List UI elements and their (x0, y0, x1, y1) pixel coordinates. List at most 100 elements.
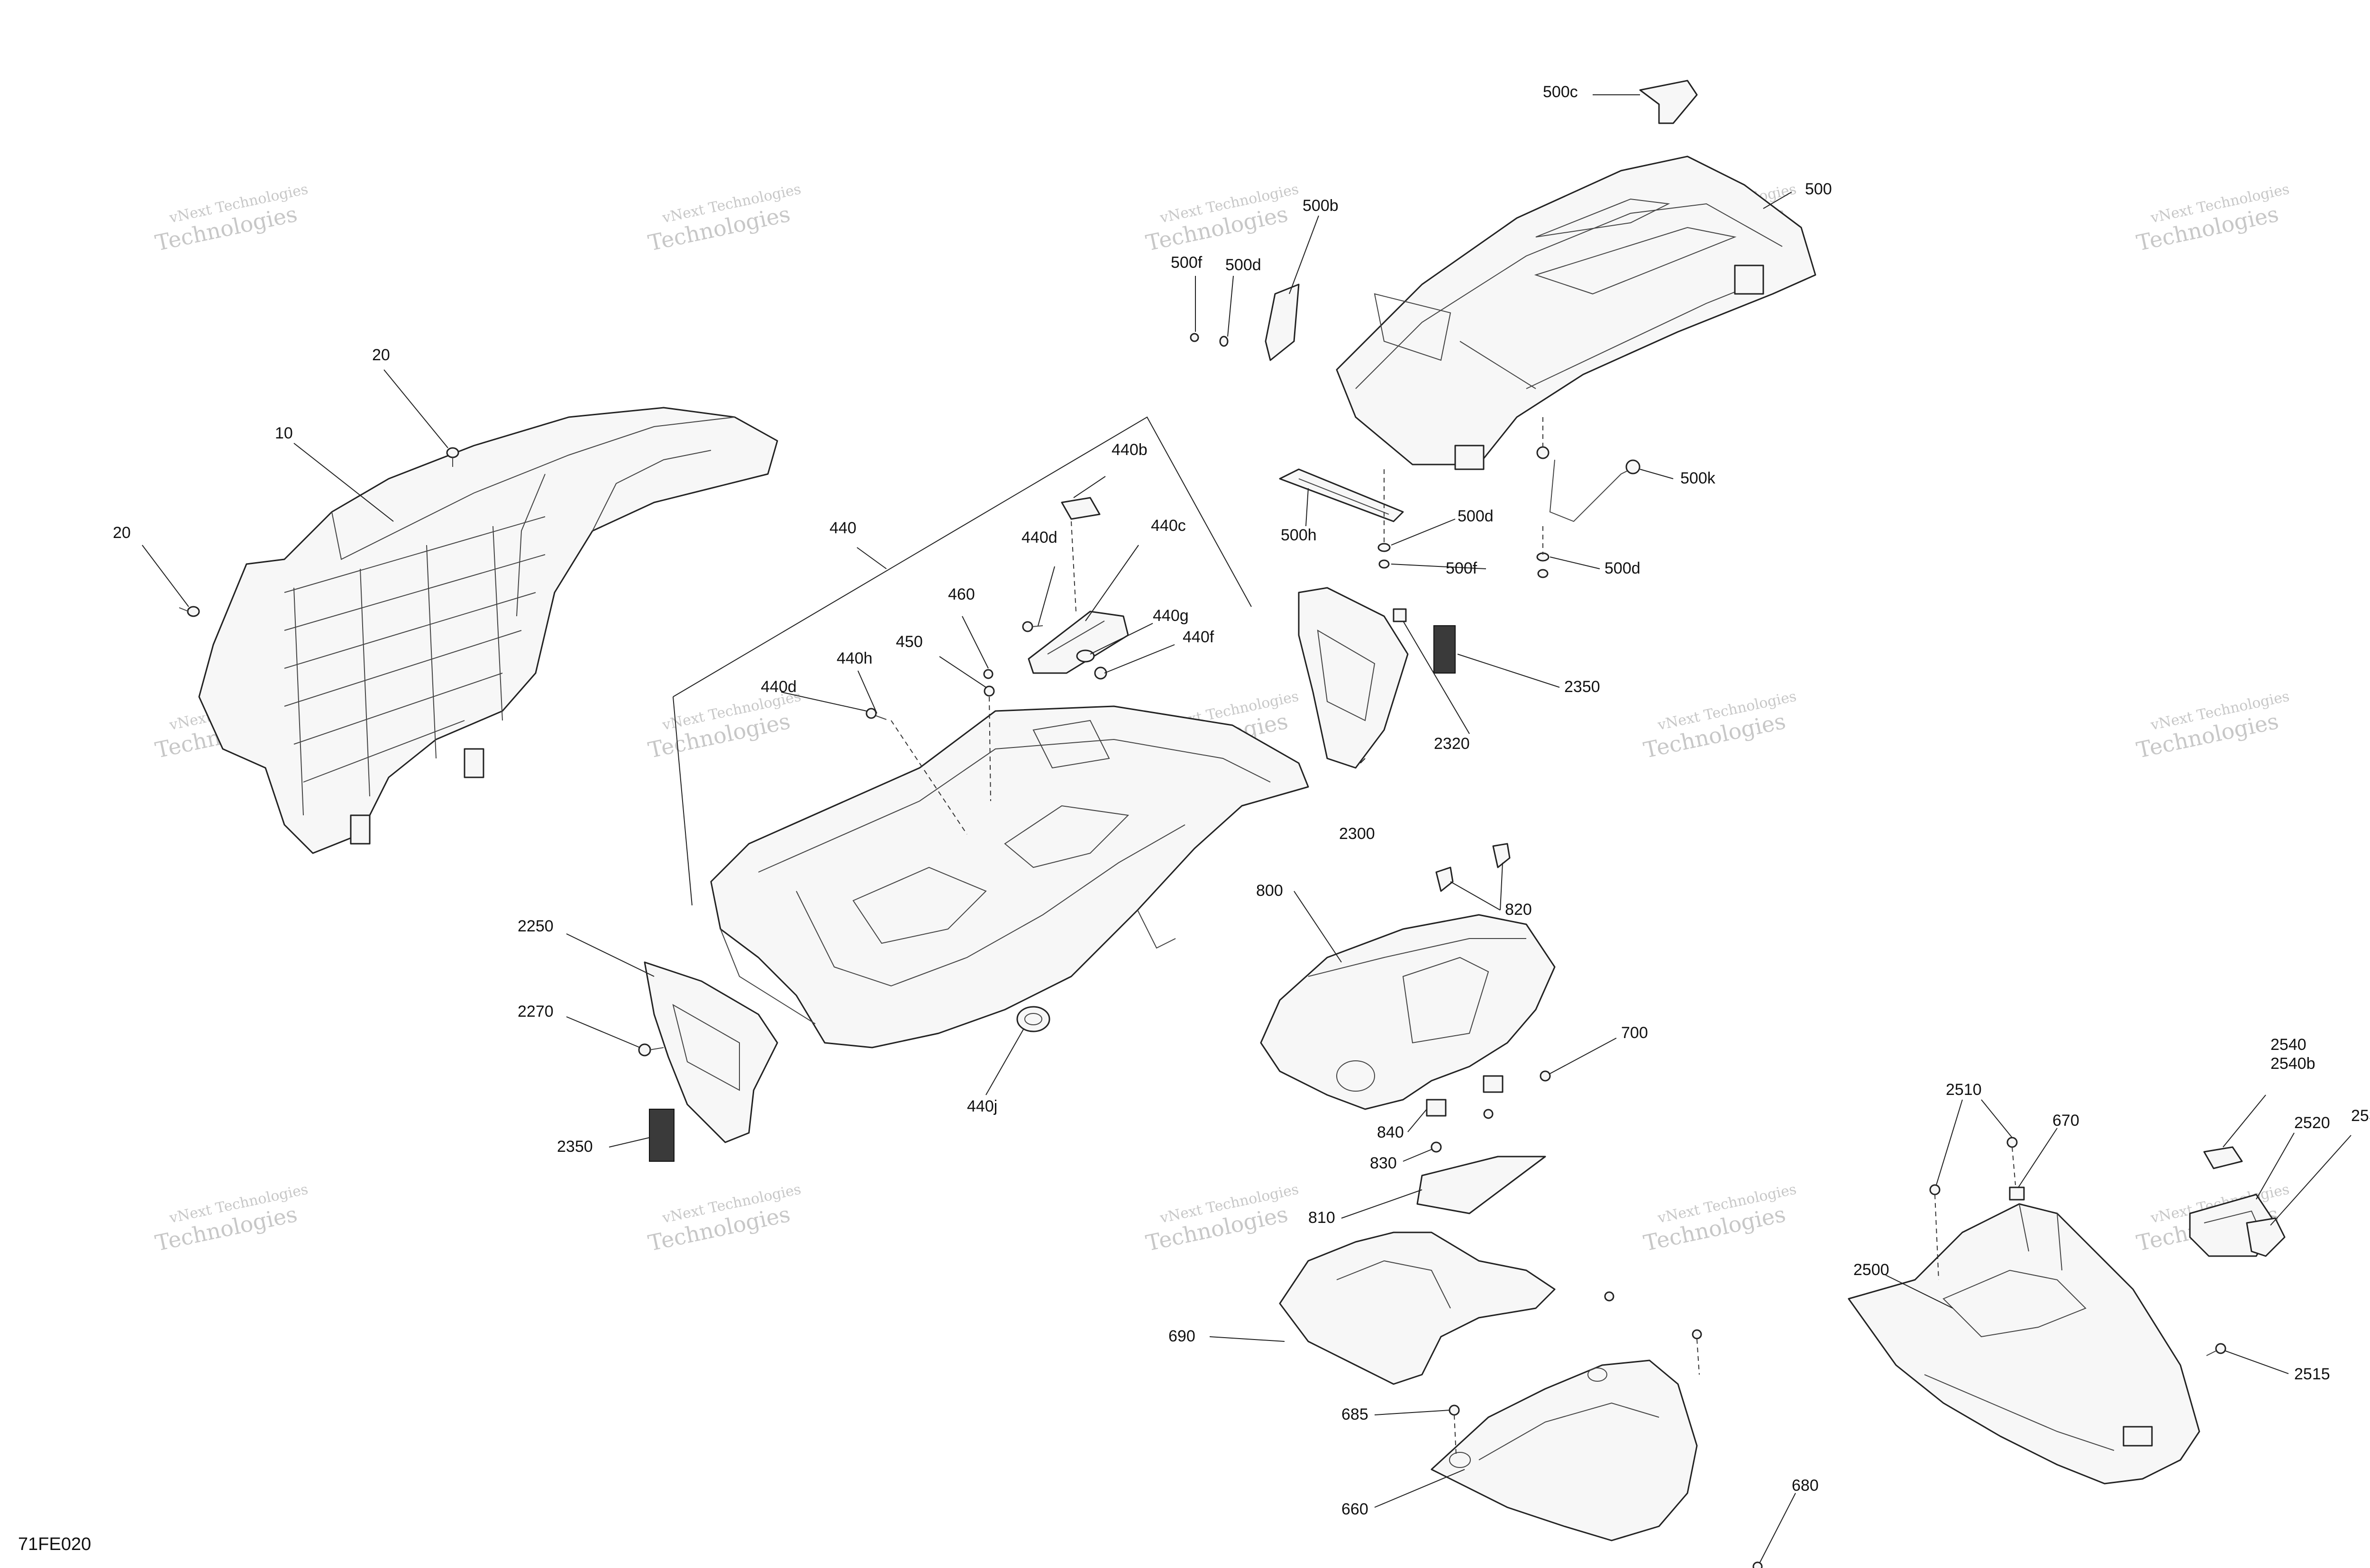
callout-440h: 440h (837, 649, 873, 667)
assembly-line (989, 696, 991, 802)
part-440b-pad (1061, 497, 1101, 520)
part-830-nut (1431, 1109, 1494, 1153)
part-500f-screw-c (1537, 569, 1549, 578)
part-500h-strap (1279, 468, 1404, 522)
callout-2530: 2530 (2351, 1107, 2370, 1125)
part-500k-cable (1536, 446, 1641, 522)
callout-2520: 2520 (2294, 1114, 2330, 1132)
callout-2270: 2270 (518, 1003, 554, 1021)
callout-440: 440 (830, 519, 857, 537)
callout-820: 820 (1505, 901, 1532, 919)
callout-500d: 500d (1458, 507, 1494, 525)
part-2530-bracket (2246, 1217, 2286, 1257)
callout-2250: 2250 (518, 917, 554, 935)
callout-10: 10 (275, 424, 293, 442)
callout-500f: 500f (1171, 254, 1203, 272)
part-460-clip (983, 669, 994, 679)
callout-440j: 440j (967, 1097, 997, 1115)
part-2250-side-panel (644, 961, 778, 1143)
assembly-line (1071, 521, 1076, 612)
callout-440g: 440g (1153, 607, 1189, 625)
part-690-fender (1279, 1231, 1556, 1385)
callout-440d: 440d (761, 678, 797, 696)
callout-2540b: 2540b (2270, 1055, 2315, 1073)
callout-685: 685 (1341, 1405, 1368, 1423)
assembly-line (1696, 1339, 1700, 1375)
callout-2350: 2350 (1564, 678, 1600, 696)
callout-500b: 500b (1303, 197, 1339, 215)
part-2510-screw-b (2006, 1137, 2018, 1148)
assembly-line (2012, 1147, 2016, 1185)
callout-460: 460 (948, 585, 975, 603)
callout-2500: 2500 (1853, 1261, 1889, 1279)
callout-440b: 440b (1112, 441, 1148, 459)
leader-lines (142, 94, 2352, 1564)
assembly-line (891, 720, 967, 835)
part-670-clip (2009, 1186, 2025, 1201)
part-500f-screw-b (1378, 559, 1390, 569)
part-440f-nut (1094, 666, 1107, 680)
part-2515-screw (2206, 1343, 2226, 1356)
part-680-screw (1692, 1329, 1763, 1568)
part-820-clip-a (1492, 843, 1511, 868)
callout-20: 20 (372, 346, 390, 364)
figure-code: 71FE020 (18, 1534, 91, 1554)
callout-2540: 2540 (2270, 1036, 2306, 1054)
callout-810: 810 (1308, 1209, 1335, 1227)
callout-690: 690 (1168, 1327, 1195, 1345)
part-500c-handle (1639, 80, 1698, 124)
part-440c-latch (1028, 611, 1129, 674)
callout-440f: 440f (1183, 628, 1214, 646)
part-440-storage-tub (710, 705, 1309, 1048)
part-2300-tail-panel (1298, 587, 1409, 769)
part-440d-screw-b (866, 708, 887, 720)
part-2350-reflector-b (1433, 625, 1456, 674)
callout-labels: 20 10 20 440 440b 440c 440d 460 440g 440… (18, 83, 2370, 1554)
part-20-screw-top (446, 447, 459, 467)
assembly-line (1934, 1194, 1939, 1280)
callout-2515: 2515 (2294, 1365, 2330, 1383)
callout-840: 840 (1377, 1123, 1404, 1141)
part-2510-screw-a (1929, 1184, 1941, 1195)
part-500d-washer-a (1219, 336, 1229, 347)
part-500-storage-lid (1336, 155, 1816, 470)
part-440d-screw-a (1022, 621, 1043, 632)
part-2320-screw (1393, 608, 1407, 622)
callout-500k: 500k (1680, 469, 1716, 487)
callout-2320: 2320 (1434, 735, 1470, 753)
callout-800: 800 (1256, 882, 1283, 900)
part-10-front-fascia (198, 407, 778, 854)
callout-450: 450 (896, 633, 923, 651)
part-20-screw-left (179, 606, 200, 617)
part-440j-plug (1016, 1006, 1050, 1032)
callout-2510: 2510 (1946, 1081, 1982, 1099)
callout-660: 660 (1341, 1500, 1368, 1518)
part-500f-screw-a (1190, 333, 1199, 342)
callout-680: 680 (1792, 1477, 1819, 1495)
callout-500: 500 (1805, 180, 1832, 198)
callout-500f: 500f (1446, 559, 1477, 577)
part-840-clip-b (1483, 1075, 1504, 1093)
callout-2350: 2350 (557, 1138, 593, 1156)
part-660-underbody (1431, 1359, 1698, 1541)
part-440g-washer (1076, 649, 1095, 663)
callout-670: 670 (2052, 1112, 2079, 1130)
part-500d-washer-b (1377, 543, 1391, 552)
part-2500-rear-fascia (1848, 1203, 2200, 1485)
part-440-group-bracket (673, 416, 1252, 906)
part-800-rear-cover (1260, 914, 1556, 1110)
callout-500d: 500d (1604, 559, 1641, 577)
callout-440d: 440d (1021, 529, 1057, 547)
part-820-clip-b (1435, 866, 1454, 892)
part-700-screw (1540, 1070, 1551, 1082)
part-500b-strip (1265, 283, 1300, 361)
